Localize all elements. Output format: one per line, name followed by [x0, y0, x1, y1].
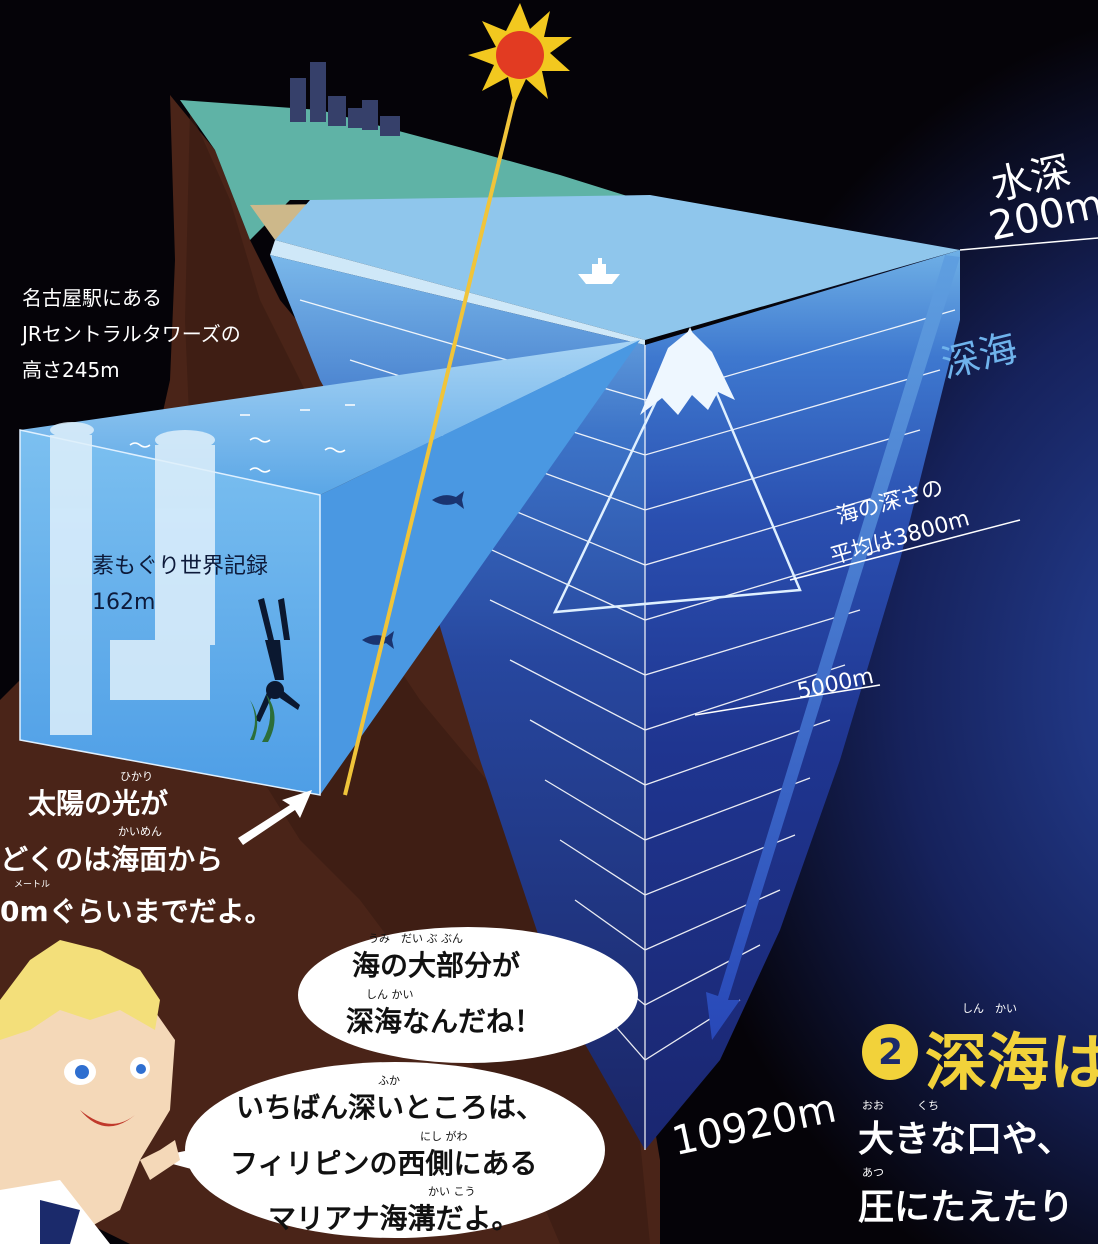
guide-line-200m [959, 237, 1098, 251]
label-freedive-2: 162m [92, 590, 156, 615]
section-title-furigana: しん かい [962, 1002, 1017, 1015]
pointer-arrow [238, 790, 312, 845]
bubble-top-line-1: 海の大部分が [352, 949, 521, 982]
bubble-bottom-line-3: マリアナ海溝だよ。 [268, 1202, 520, 1235]
bubble-bottom-line-2: フィリピンの西側にある [230, 1147, 538, 1180]
fish-icon-2 [362, 631, 394, 649]
label-sunlight-1: 太陽の光が [28, 787, 169, 820]
bubble-top-line-2: 深海なんだね！ [346, 1005, 543, 1038]
speech-bubble-top [298, 927, 638, 1063]
coast-land [180, 100, 640, 240]
diver-icon [255, 598, 300, 722]
section-line-2: 圧にたえたり [858, 1187, 1075, 1228]
furigana-meter: メートル [14, 880, 51, 890]
dive-wedge-side [320, 340, 640, 795]
furigana-hikari: ひかり [120, 770, 153, 783]
depth-arrow [706, 255, 960, 1040]
bubble-bottom-furigana-2: にし がわ [420, 1130, 468, 1143]
mount-fuji-snowcap [640, 330, 735, 415]
label-tower-3: 高さ245m [22, 358, 120, 382]
sea-surface [275, 195, 960, 340]
bubble-bottom-furigana-1: ふか [378, 1074, 400, 1087]
sea-surface-near [270, 240, 645, 345]
guide-line-5000m [694, 684, 881, 716]
section-line2-furigana: あつ [862, 1166, 884, 1179]
water-ripples [129, 404, 355, 473]
bubble-top-furigana-1: うみ だい ぶ ぶん [368, 932, 463, 945]
section-line-1: 大きな口や、 [858, 1119, 1073, 1160]
furigana-kaimen: かいめん [118, 825, 162, 838]
section-line1-furigana: おお くち [862, 1099, 939, 1112]
bubble-bottom-line-1: いちばん深いところは、 [236, 1091, 545, 1124]
speech-bubble-bottom [185, 1062, 605, 1238]
fish-icon [432, 491, 464, 509]
label-sunlight-3: 0mぐらいまでだよ。 [0, 895, 273, 928]
section-title: 深海は [925, 1026, 1098, 1099]
boy-character [0, 940, 180, 1244]
city-skyline [290, 62, 400, 136]
label-sunlight-2: どくのは海面から [0, 843, 224, 876]
label-freedive-1: 素もぐり世界記録 [92, 554, 269, 579]
mount-fuji-outline [552, 326, 802, 614]
sun-icon [468, 3, 572, 105]
block-side-face [270, 255, 645, 1150]
sun-ray [343, 74, 522, 796]
section-number: 2 [878, 1032, 904, 1073]
section-number-badge [862, 1024, 918, 1080]
seaweed-icon [250, 694, 275, 742]
ship-icon [578, 258, 620, 284]
bubble-bottom-furigana-3: かい こう [428, 1185, 476, 1198]
tower-silhouette [50, 422, 215, 735]
label-tower-2: JRセントラルタワーズの [22, 322, 241, 346]
guide-line-3800m [789, 519, 1021, 581]
bubble-top-furigana-2: しん かい [366, 988, 414, 1001]
label-tower-1: 名古屋駅にある [22, 286, 162, 310]
